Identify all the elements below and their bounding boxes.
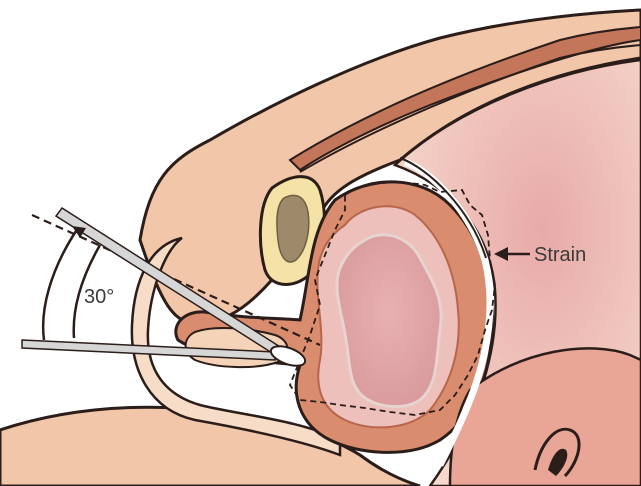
strain-label: Strain (534, 244, 586, 266)
angle-label: 30° (84, 286, 114, 308)
